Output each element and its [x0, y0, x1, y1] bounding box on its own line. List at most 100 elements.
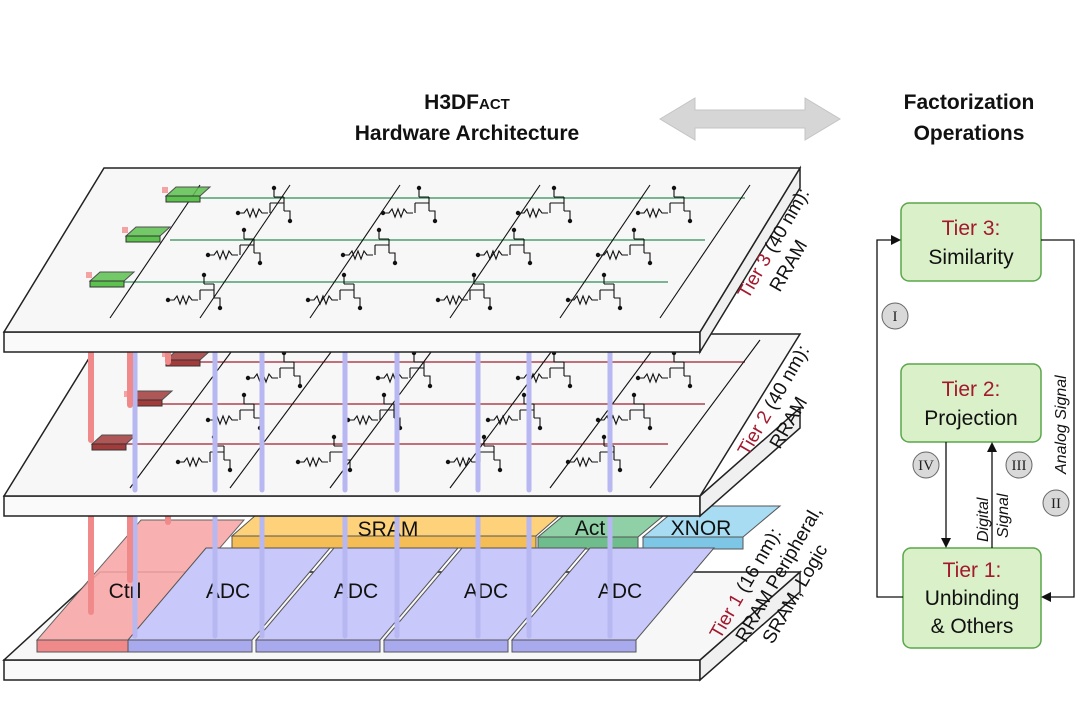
cell-node — [567, 218, 573, 224]
flow-box-tier3: Tier 3: Similarity — [900, 202, 1042, 282]
bitline — [449, 339, 561, 489]
bitline — [329, 339, 441, 489]
cell-node — [375, 375, 381, 381]
cell-node — [245, 375, 251, 381]
cell-node — [687, 383, 693, 389]
cell-node — [631, 392, 637, 398]
tier2-layer — [2, 333, 802, 518]
driver-pad — [122, 227, 128, 233]
svg-text:IV: IV — [918, 458, 934, 474]
flow-tier1-op2: & Others — [931, 615, 1014, 638]
architecture-title: H3DFACT — [424, 91, 510, 114]
cell-node — [432, 218, 438, 224]
tier2-slab-side — [699, 406, 801, 518]
bitline — [649, 339, 761, 489]
cell-node — [511, 227, 517, 233]
bitline — [109, 184, 201, 319]
memory-cell — [343, 231, 396, 261]
flow-tier3-name: Tier 3: — [942, 217, 1001, 240]
row-driver — [164, 186, 212, 197]
driver-pad — [86, 272, 92, 278]
bitline — [229, 339, 341, 489]
tier3-crossbar — [86, 184, 751, 319]
tier2-slab-top — [2, 333, 802, 497]
driver-pad — [162, 187, 168, 193]
flow-box-tier1: Tier 1: Unbinding & Others — [902, 547, 1042, 649]
cell-node — [241, 227, 247, 233]
cell-node — [435, 297, 441, 303]
cell-node — [341, 272, 347, 278]
memory-cell — [518, 189, 571, 219]
adc-block-1: ADC — [126, 547, 332, 653]
cell-node — [205, 252, 211, 258]
cell-node — [601, 272, 607, 278]
cell-node — [376, 227, 382, 233]
row-driver — [89, 280, 125, 288]
analog-signal-label: Analog Signal — [1053, 375, 1070, 475]
cell-node — [515, 375, 521, 381]
adc-label-4: ADC — [598, 580, 642, 603]
memory-cell — [348, 396, 401, 426]
cell-node — [235, 210, 241, 216]
operations-title-line1: Factorization — [904, 91, 1035, 114]
cell-node — [305, 297, 311, 303]
memory-cell — [438, 276, 491, 306]
cell-node — [340, 252, 346, 258]
arrow-i — [876, 235, 903, 598]
xnor-label: XNOR — [671, 517, 732, 540]
cell-node — [175, 459, 181, 465]
memory-cell — [238, 189, 291, 219]
cell-node — [617, 305, 623, 311]
cell-node — [617, 467, 623, 473]
act-label: Act — [575, 517, 606, 540]
bitline — [129, 339, 241, 489]
bitline — [199, 184, 291, 319]
row-driver — [125, 235, 161, 243]
cell-node — [392, 260, 398, 266]
tier3-layer — [2, 165, 802, 355]
marker-i: I — [881, 302, 909, 330]
cell-node — [445, 459, 451, 465]
marker-iv: IV — [912, 451, 940, 479]
architecture-subtitle: Hardware Architecture — [355, 122, 579, 145]
cell-node — [687, 218, 693, 224]
cell-node — [485, 417, 491, 423]
flow-tier2-name: Tier 2: — [942, 378, 1001, 401]
row-driver — [165, 359, 201, 367]
cell-node — [227, 467, 233, 473]
tier3-slab-front — [3, 331, 701, 353]
tier1-slab-front — [3, 659, 701, 681]
marker-ii: II — [1042, 489, 1070, 517]
cell-node — [381, 392, 387, 398]
cell-node — [257, 260, 263, 266]
memory-cell — [208, 231, 261, 261]
cell-node — [635, 210, 641, 216]
bitline — [449, 184, 541, 319]
cell-node — [595, 417, 601, 423]
cell-node — [427, 383, 433, 389]
memory-cell — [168, 276, 221, 306]
cell-node — [647, 425, 653, 431]
bitline — [659, 184, 751, 319]
cell-node — [515, 210, 521, 216]
tier2-slab-front — [3, 495, 701, 517]
svg-text:I: I — [893, 309, 898, 325]
memory-cell — [383, 189, 436, 219]
cell-node — [165, 297, 171, 303]
flow-tier1-op1: Unbinding — [925, 587, 1020, 610]
memory-cell — [518, 354, 571, 384]
adc-block-3: ADC — [382, 547, 588, 653]
cell-node — [331, 434, 337, 440]
double-arrow-icon — [659, 97, 841, 141]
cell-node — [671, 185, 677, 191]
cell-node — [271, 185, 277, 191]
marker-iii: III — [1005, 451, 1033, 479]
cell-node — [241, 392, 247, 398]
cell-node — [521, 392, 527, 398]
memory-cell — [598, 396, 651, 426]
adc-label-2: ADC — [334, 580, 378, 603]
signal-label: Signal — [995, 493, 1012, 538]
cell-node — [201, 272, 207, 278]
